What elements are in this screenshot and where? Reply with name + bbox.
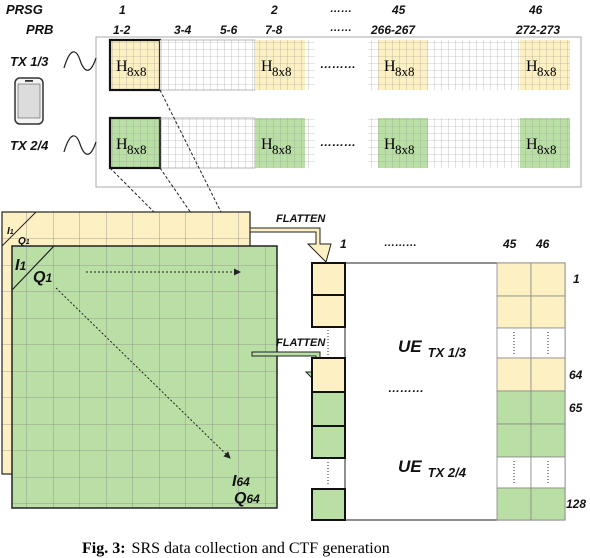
row-65-label: 65 (569, 401, 583, 415)
sine-wave-icon-2 (63, 135, 97, 155)
prsg-label: PRSG (6, 2, 43, 17)
h-block-tx13-3: H 8x8 (384, 58, 415, 79)
h-block-tx13-4: H 8x8 (526, 58, 557, 79)
h-block-tx13-1: H 8x8 (116, 58, 147, 79)
prb-1-2: 1-2 (113, 23, 131, 37)
prsg-46: 46 (528, 3, 543, 17)
grid-row-tx13 (108, 38, 570, 92)
svg-text:8x8: 8x8 (395, 64, 415, 79)
svg-text:H: H (116, 58, 128, 75)
row-64-label: 64 (569, 368, 583, 382)
q64-label: Q64 (234, 490, 260, 507)
dotted-arrow-diagonal (55, 287, 231, 459)
svg-text:8x8: 8x8 (127, 142, 147, 157)
col-45-label: 45 (502, 237, 517, 251)
col-46-label: 46 (535, 237, 550, 251)
svg-text:8x8: 8x8 (395, 142, 415, 157)
h-block-tx24-1: H 8x8 (116, 136, 147, 157)
flatten-label-1: FLATTEN (276, 213, 326, 225)
row-1-label: 1 (573, 272, 580, 286)
prb-5-6: 5-6 (220, 23, 238, 37)
h-block-tx24-4: H 8x8 (526, 136, 557, 157)
svg-text:H: H (526, 58, 538, 75)
h-block-tx24-2: H 8x8 (261, 136, 292, 157)
prb-272-273: 272-273 (515, 23, 560, 37)
svg-text:8x8: 8x8 (127, 64, 147, 79)
prb-7-8: 7-8 (265, 23, 283, 37)
row-dots-tx24: ……… (320, 135, 356, 149)
col-dots: ……… (384, 237, 417, 249)
svg-text:8x8: 8x8 (537, 142, 557, 157)
ctf-column-1 (311, 262, 346, 521)
prb-266-267: 266-267 (370, 23, 416, 37)
svg-text:8x8: 8x8 (272, 142, 292, 157)
svg-text:H: H (384, 136, 396, 153)
sine-wave-icon (63, 51, 97, 71)
col-1-label: 1 (340, 237, 347, 251)
tx13-label: TX 1/3 (10, 54, 49, 69)
prsg-2: 2 (270, 3, 278, 17)
h-block-tx13-2: H 8x8 (261, 58, 292, 79)
prb-dots: …… (330, 22, 352, 34)
h-block-tx24-3: H 8x8 (384, 136, 415, 157)
svg-text:H: H (261, 58, 273, 75)
row-dots-tx13: ……… (320, 57, 356, 71)
q1-label: Q1 (33, 269, 52, 286)
prsg-1: 1 (119, 3, 126, 17)
smartphone-icon (14, 77, 44, 125)
figure-caption: Fig. 3:SRS data collection and CTF gener… (82, 540, 390, 557)
ctf-columns-45-46 (496, 262, 566, 521)
back-q1-label: Q1 (18, 236, 30, 247)
flatten-arrow-1 (249, 227, 332, 263)
svg-text:8x8: 8x8 (272, 64, 292, 79)
prsg-dots: …… (330, 3, 352, 15)
i64-label: I64 (232, 473, 250, 490)
i1-label: I1 (15, 257, 26, 274)
flatten-label-2: FLATTEN (276, 337, 326, 349)
prb-label: PRB (26, 22, 53, 37)
row-128-label: 128 (566, 497, 586, 511)
tx24-label: TX 2/4 (10, 138, 49, 153)
mid-dots: ……… (388, 381, 424, 395)
prsg-45: 45 (391, 3, 406, 17)
svg-text:H: H (526, 136, 538, 153)
svg-text:H: H (261, 136, 273, 153)
svg-text:H: H (116, 136, 128, 153)
svg-text:H: H (384, 58, 396, 75)
svg-text:8x8: 8x8 (537, 64, 557, 79)
grid-row-tx24 (108, 116, 570, 170)
connector-line (159, 89, 223, 215)
back-i1-label: I1 (7, 226, 14, 237)
matrix-front-green (11, 245, 278, 509)
prb-3-4: 3-4 (174, 23, 192, 37)
